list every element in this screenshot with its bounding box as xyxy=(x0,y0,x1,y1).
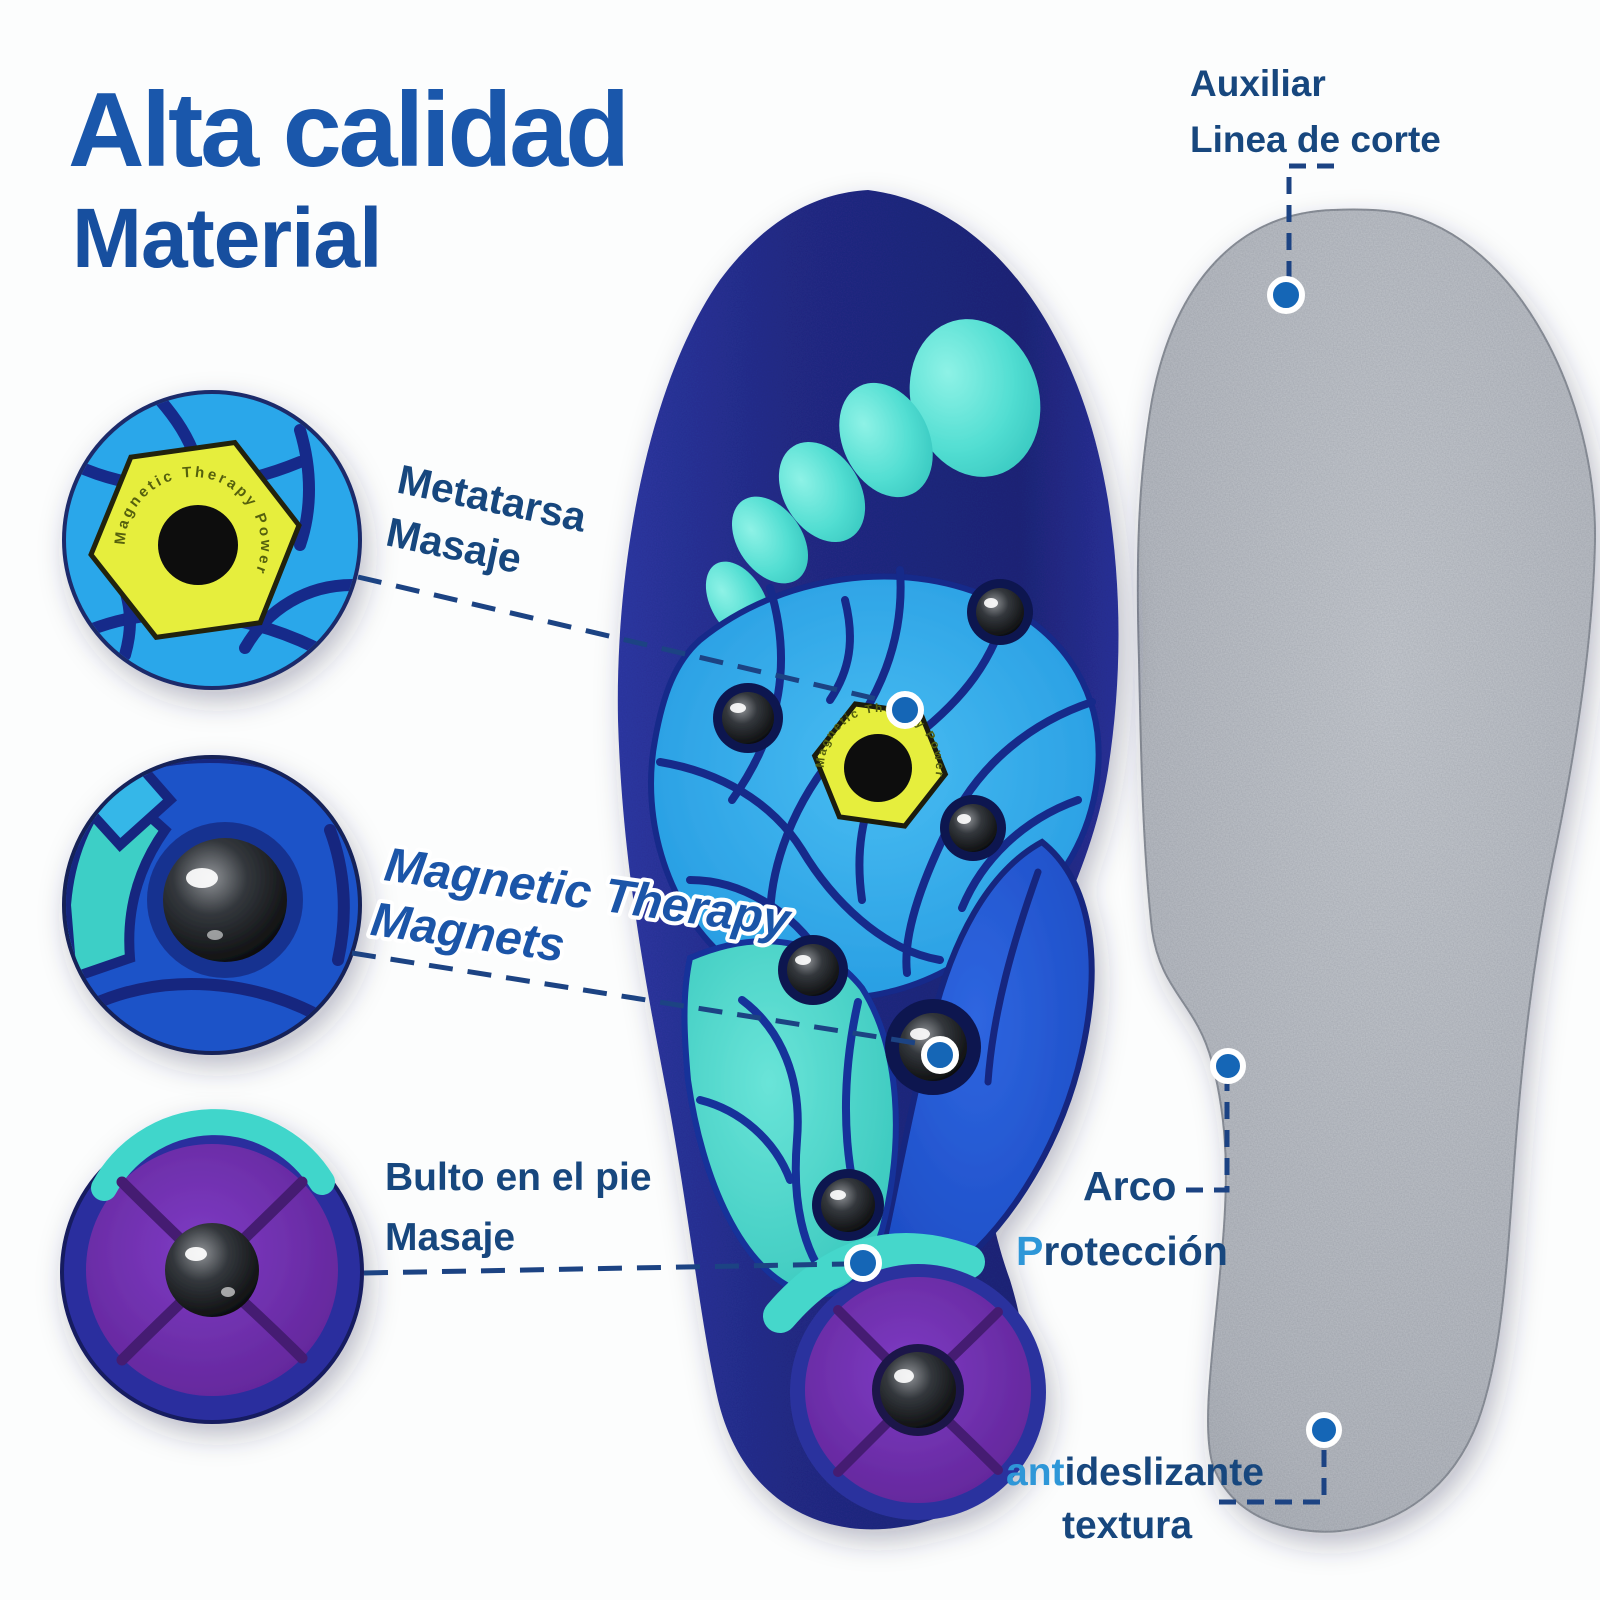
magnet-sphere-zoom xyxy=(165,1223,259,1317)
label-arco-rest: rotección xyxy=(1043,1228,1228,1274)
label-arco-line1: Arco xyxy=(1083,1163,1177,1209)
detail-circle-hexagon: Magnetic Therapy Power xyxy=(62,390,362,690)
label-antideslizante-rest: ideslizante xyxy=(1064,1451,1264,1494)
callout-line-antideslizante xyxy=(1219,1438,1327,1505)
magnet-sphere-zoom xyxy=(163,838,287,962)
toe-pad xyxy=(778,441,866,543)
hexagon-center-hole xyxy=(844,734,912,802)
label-auxiliar: Auxiliar Linea de corte xyxy=(1190,56,1441,167)
toe-pad xyxy=(731,496,809,584)
label-antideslizante-line2: textura xyxy=(1062,1504,1193,1547)
callout-dot-icon xyxy=(844,1244,882,1282)
callout-line-arco xyxy=(1186,1076,1230,1193)
label-arco-line2: Protección xyxy=(1016,1228,1228,1275)
callout-line-magnets xyxy=(351,950,923,1047)
heel-teal-arc-zoom xyxy=(91,1109,335,1201)
gray-insole-bottom xyxy=(1136,208,1597,1533)
callout-line-auxiliar xyxy=(1286,163,1334,288)
label-arco-accent: P xyxy=(1016,1228,1044,1274)
toe-pad xyxy=(909,319,1041,477)
label-auxiliar-line1: Auxiliar xyxy=(1190,63,1326,104)
label-bulto: Bulto en el pie Masaje xyxy=(385,1148,652,1269)
label-antideslizante-line1: antideslizante xyxy=(1006,1451,1264,1495)
callout-line-bulto xyxy=(363,1261,847,1276)
page-title: Alta calidad xyxy=(68,71,630,189)
ball-magnets xyxy=(713,579,1033,1436)
toe-pad xyxy=(839,382,933,498)
magnet-sphere xyxy=(778,935,848,1005)
callout-dot-icon xyxy=(1267,276,1305,314)
detail-circle-magnet xyxy=(62,755,362,1055)
callout-dot-icon xyxy=(921,1036,959,1074)
toe-pads xyxy=(705,319,1041,643)
label-bulto-line2: Masaje xyxy=(385,1216,516,1260)
label-bulto-line1: Bulto en el pie xyxy=(385,1156,652,1199)
callout-dots xyxy=(844,276,1342,1448)
magnet-sphere xyxy=(713,683,783,753)
callout-dot-icon xyxy=(1306,1412,1342,1448)
callout-dot-icon xyxy=(886,691,924,729)
magnet-sphere xyxy=(967,579,1033,645)
blue-insole-top: Magnetic Therapy Power xyxy=(617,190,1119,1530)
detail-circle-heel-cushion xyxy=(60,1109,364,1424)
label-antideslizante-accent: ant xyxy=(1006,1451,1065,1494)
magnet-sphere xyxy=(812,1169,884,1241)
callout-line-metatarsa xyxy=(357,574,899,707)
magnet-sphere-heel xyxy=(872,1344,964,1436)
page-subtitle: Material xyxy=(72,191,382,285)
callout-dot-icon xyxy=(1210,1048,1246,1084)
callout-lines xyxy=(351,163,1334,1505)
magnet-sphere xyxy=(940,795,1006,861)
label-auxiliar-line2: Linea de corte xyxy=(1190,118,1441,160)
